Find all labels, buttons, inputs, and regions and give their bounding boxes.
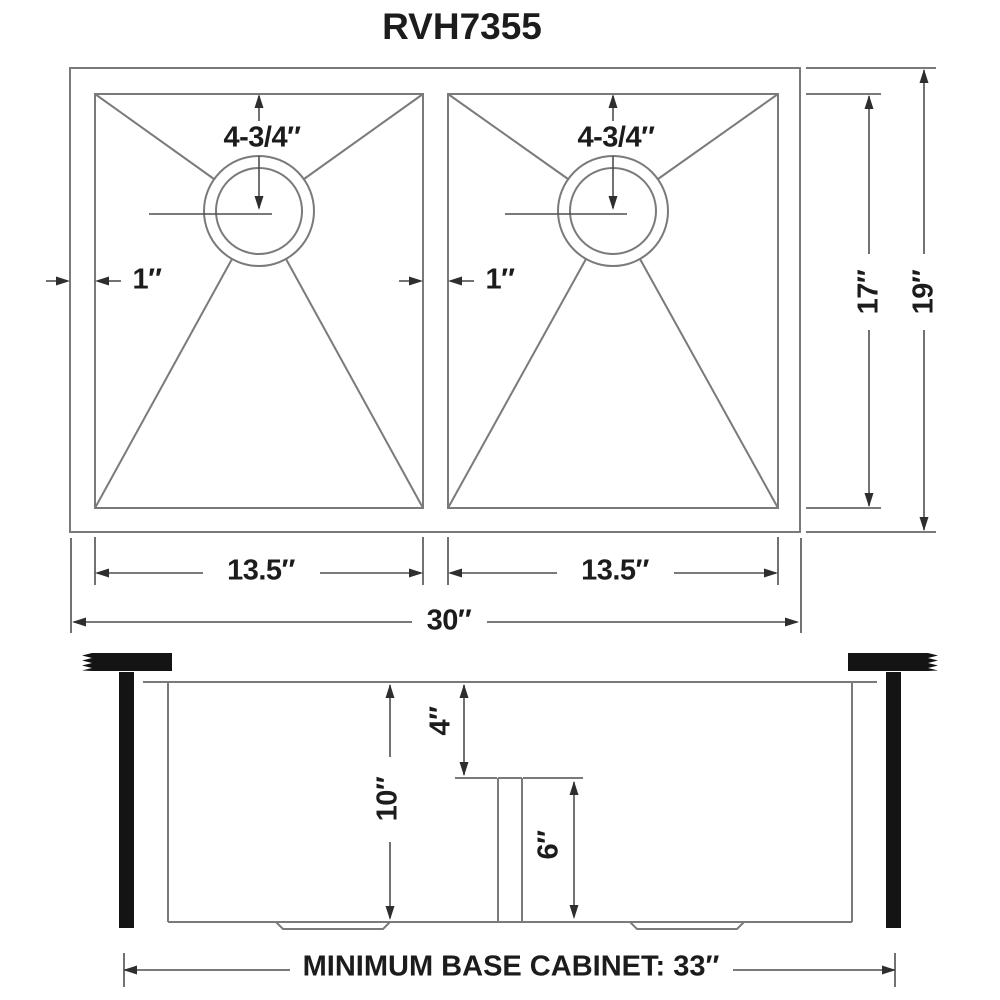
overall-depth-dim-19 [806,67,936,533]
rim-width-label: 1″ [129,263,165,297]
drain-offset-label-right: 4-3/4″ [574,121,658,155]
left-cabinet-side-bar [119,672,134,928]
right-countertop-bar [848,653,938,671]
overall-width-label: 30″ [423,604,475,638]
top-view-dimensions [46,67,936,633]
right-drain-groove [629,921,745,930]
arrowheads [56,69,929,975]
base-cabinet-note: MINIMUM BASE CABINET: 33″ [299,950,723,984]
bowl-width-label-right: 13.5″ [578,554,652,588]
left-countertop-bar [82,653,172,671]
outer-rim-rect [69,67,801,533]
side-view-dimensions [123,685,896,987]
rim-to-divider-depth-label: 4″ [424,703,458,739]
drain-offset-label-left: 4-3/4″ [220,121,304,155]
bowl-depth-dim-17 [806,93,881,509]
overall-width-dim [70,538,802,633]
bowl-inner-depth-label: 17″ [852,266,886,318]
overall-depth-label: 19″ [907,266,941,318]
center-divider [497,777,523,922]
divider-height-label: 6″ [532,827,566,863]
side-view [143,681,877,930]
divider-width-label: 1″ [482,263,518,297]
bowl-width-dim-left [94,537,424,585]
right-cabinet-side-bar [886,672,901,928]
right-bowl-slope-lines [447,93,779,509]
model-number: RVH7355 [379,6,545,48]
bowl-depth-label: 10″ [371,773,405,825]
bowl-width-label-left: 13.5″ [224,554,298,588]
top-view [69,67,801,533]
bowl-width-dim-right [447,537,779,585]
left-bowl-slope-lines [94,93,424,509]
left-drain-groove [275,921,391,930]
countertop-brackets [82,653,938,928]
